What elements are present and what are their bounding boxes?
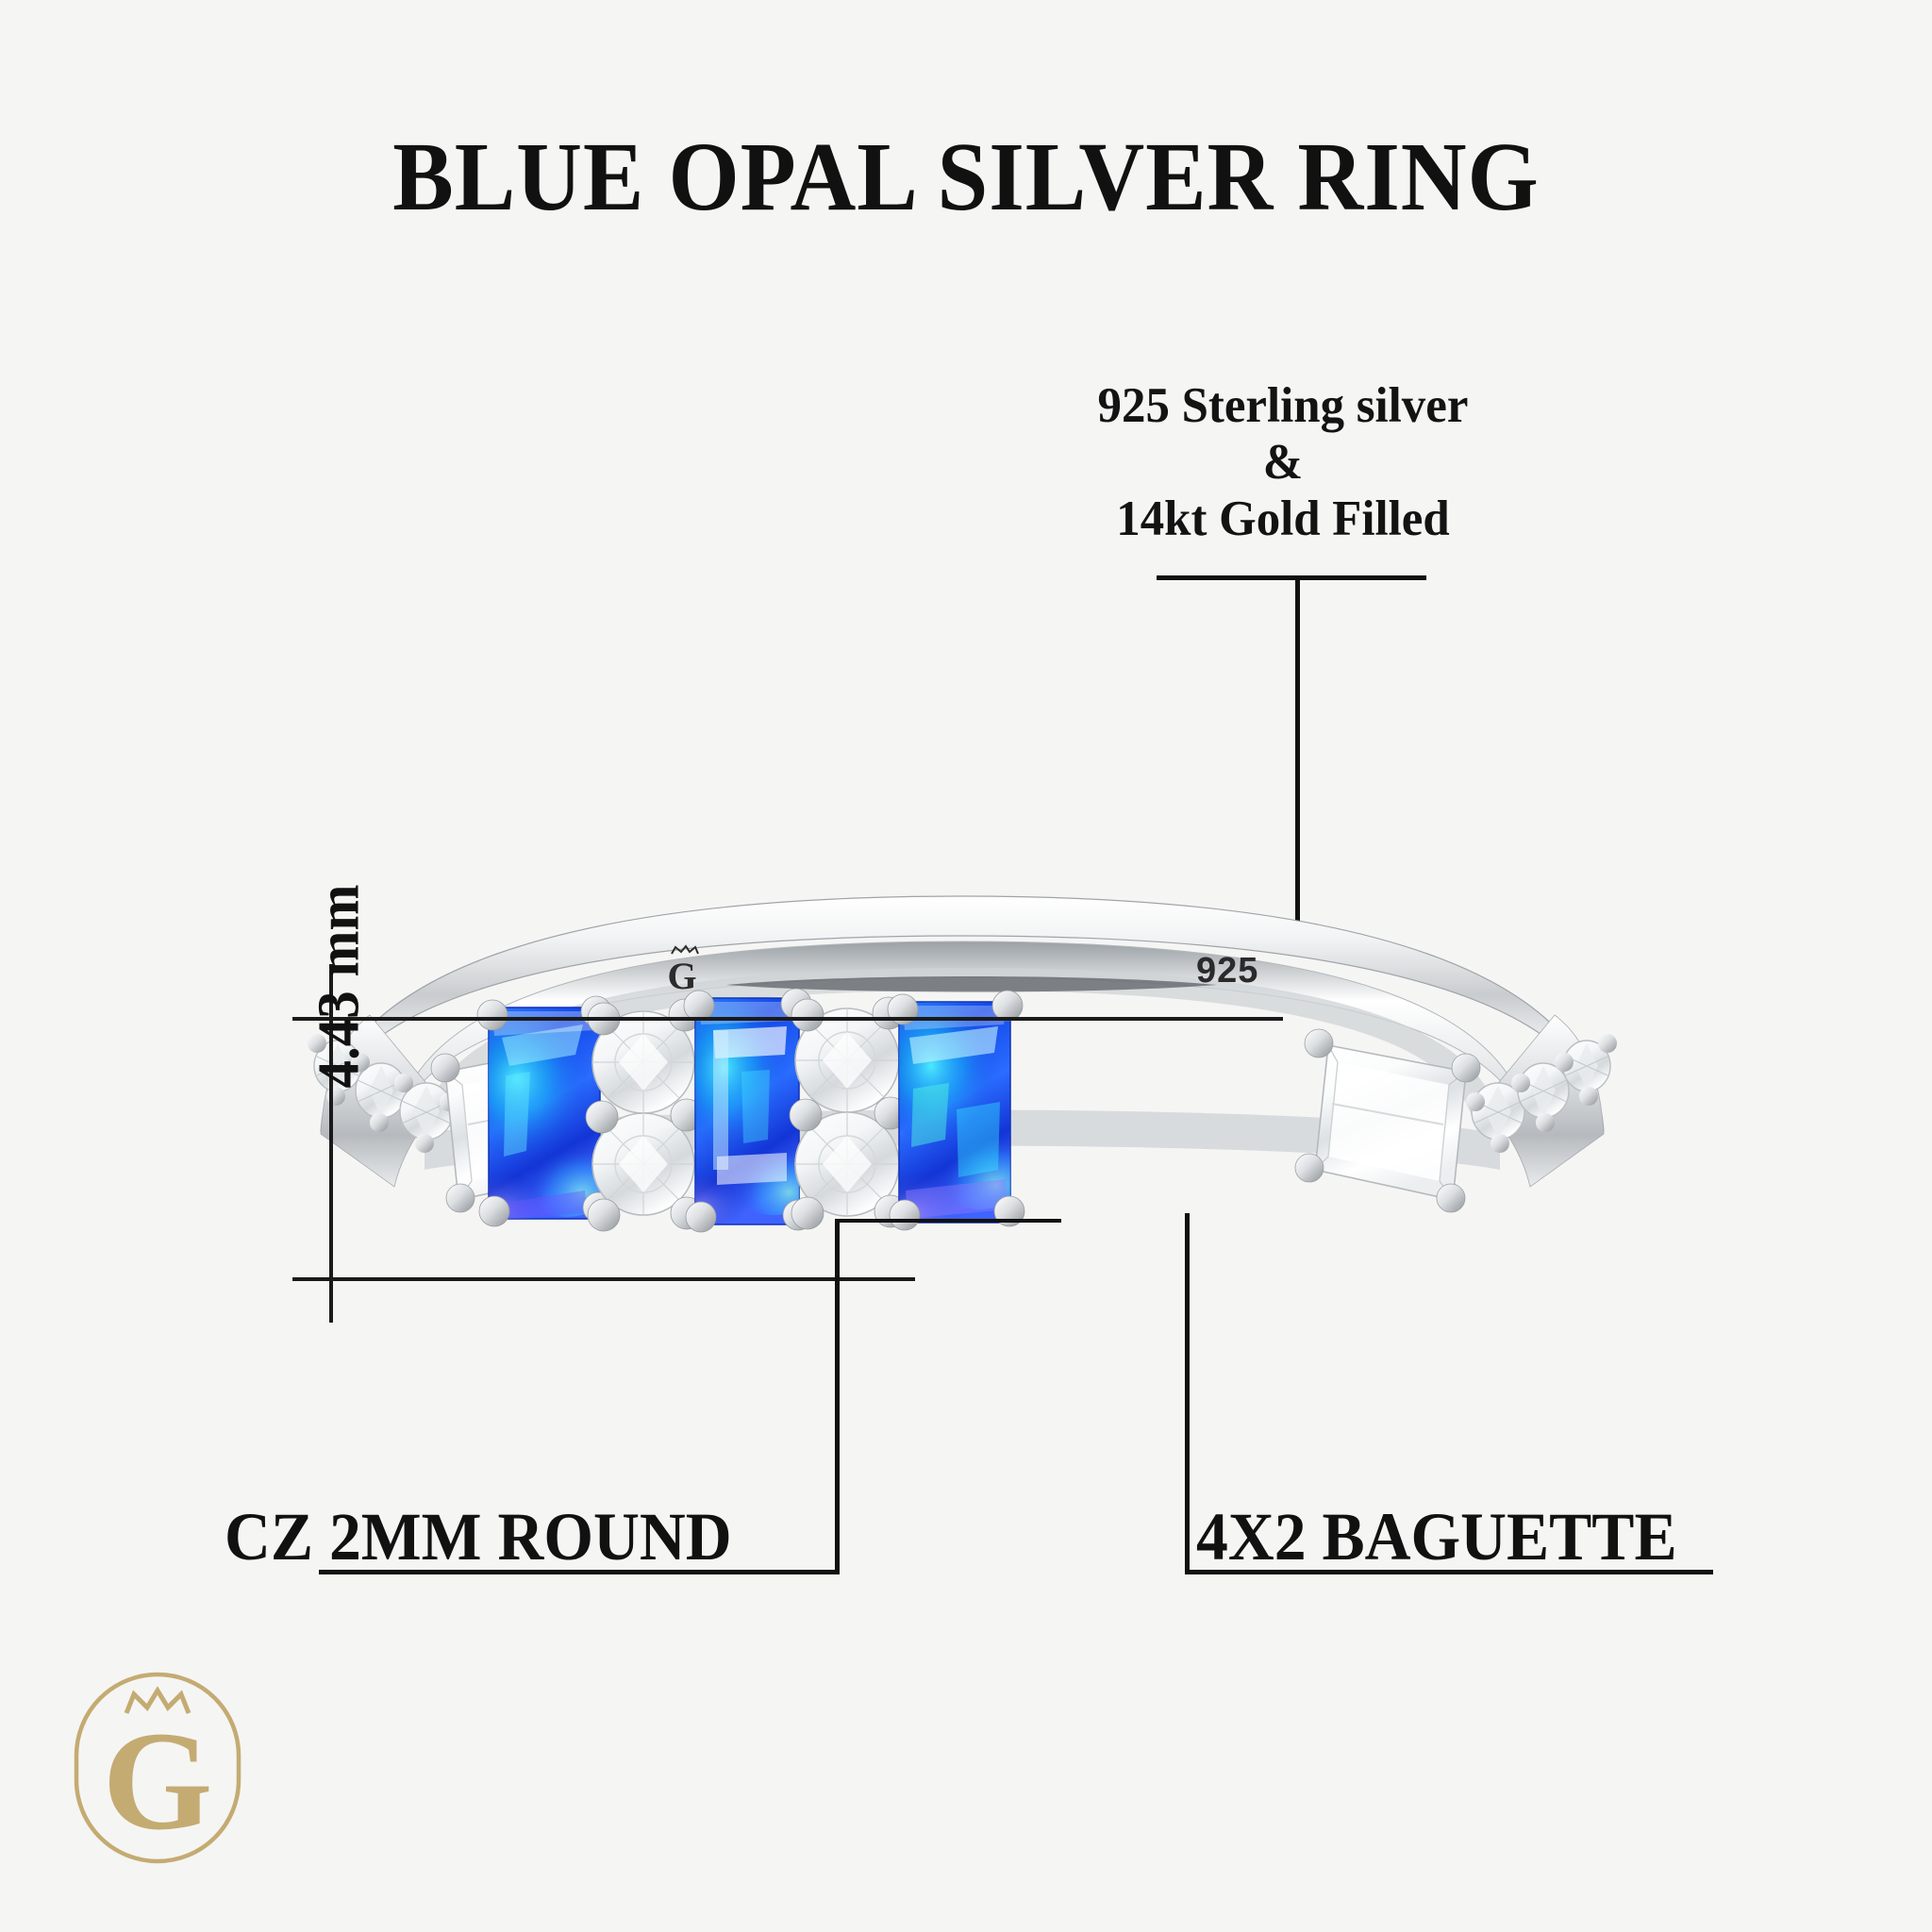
cz-round-stone <box>591 1112 695 1216</box>
dimension-label: 4.43 mm <box>307 884 372 1089</box>
band-stamp-crown-g-logo: G <box>667 944 699 996</box>
opal-stone-right <box>887 990 1025 1231</box>
material-callout-underline <box>1157 575 1426 580</box>
svg-text:G: G <box>667 955 696 996</box>
callout-cz-leader-line <box>835 1219 840 1574</box>
material-line-1: 925 Sterling silver <box>1097 378 1469 433</box>
callout-cz-leader-horizontal <box>835 1219 1061 1223</box>
pave-stones-right <box>1466 1034 1617 1153</box>
brand-logo-letter: G <box>103 1703 213 1859</box>
dimension-tick-top <box>292 1017 396 1021</box>
callout-baguette-leader-line <box>1185 1213 1190 1574</box>
callout-baguette-underline <box>1185 1570 1713 1574</box>
material-callout: 925 Sterling silver & 14kt Gold Filled <box>1011 377 1555 547</box>
material-line-2: & <box>1262 435 1304 490</box>
callout-label-baguette: 4X2 BAGUETTE <box>1196 1499 1677 1574</box>
brand-logo-oval-outline <box>74 1672 242 1864</box>
opal-stone-center <box>683 988 814 1233</box>
callout-cz-underline <box>319 1570 840 1574</box>
cz-round-pair-left <box>585 998 704 1232</box>
cz-round-stone <box>591 1010 695 1114</box>
band-stamp-925: 925 <box>1196 951 1259 991</box>
dimension-vertical-line <box>329 964 333 1323</box>
cz-round-stone <box>794 1008 900 1113</box>
ring-product-image <box>308 895 1617 1233</box>
material-line-3: 14kt Gold Filled <box>1116 491 1450 546</box>
dimension-tick-bottom <box>292 1277 396 1281</box>
material-callout-leader-line <box>1295 577 1300 953</box>
page-title: BLUE OPAL SILVER RING <box>392 123 1540 231</box>
cz-round-stone <box>794 1111 900 1217</box>
cz-round-pair-right <box>789 996 908 1230</box>
baguette-stone-right <box>1294 1028 1481 1213</box>
brand-logo: G <box>74 1672 242 1864</box>
dimension-extension-line-bottom <box>292 1277 915 1281</box>
callout-label-cz-round: CZ 2MM ROUND <box>225 1499 732 1574</box>
dimension-extension-line-top <box>292 1017 1283 1021</box>
crown-icon <box>124 1686 192 1714</box>
